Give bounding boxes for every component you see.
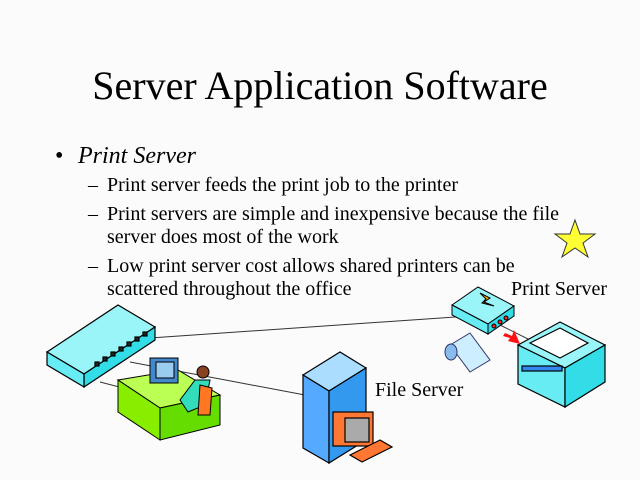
sub-item-text: Print server feeds the print job to the … bbox=[107, 174, 459, 196]
file-server-icon bbox=[301, 351, 394, 465]
dash-marker: – bbox=[88, 203, 98, 225]
workstation-icon bbox=[116, 357, 222, 441]
star-icon bbox=[553, 218, 597, 259]
paper-document-icon bbox=[444, 332, 491, 373]
network-hub-icon bbox=[45, 304, 157, 389]
slide-title: Server Application Software bbox=[92, 63, 548, 108]
print-server-label: Print Server bbox=[511, 278, 608, 300]
dash-marker: – bbox=[88, 255, 98, 277]
sub-item-text: Low print server cost allows shared prin… bbox=[107, 255, 515, 300]
dash-marker: – bbox=[88, 174, 98, 196]
file-server-label: File Server bbox=[375, 379, 464, 401]
bullet-label: Print Server bbox=[78, 143, 196, 169]
bullet-marker: • bbox=[55, 143, 64, 169]
sub-item-text: Print servers are simple and inexpensive… bbox=[107, 203, 560, 248]
arrow-icon bbox=[503, 330, 520, 344]
printer-icon bbox=[516, 321, 607, 409]
print-server-icon bbox=[451, 286, 515, 335]
